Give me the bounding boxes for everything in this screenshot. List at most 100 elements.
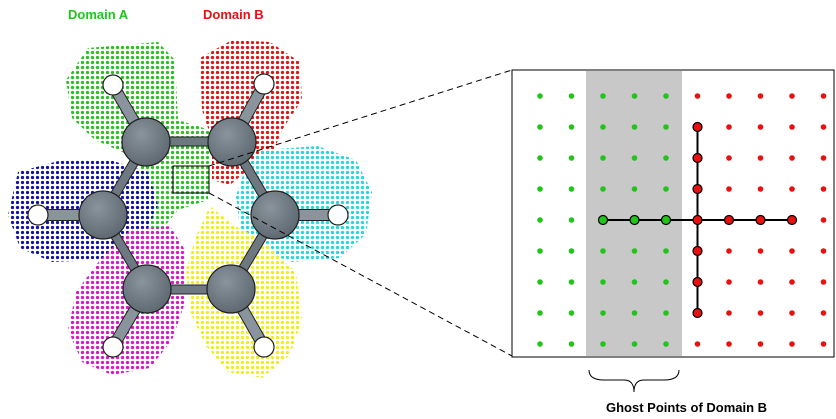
hydrogen-atom xyxy=(27,204,49,226)
grid-point-domain-a xyxy=(568,341,575,347)
domain-a-label: Domain A xyxy=(68,7,129,22)
grid-point-domain-b xyxy=(726,279,732,285)
grid-point-domain-b xyxy=(789,248,795,254)
grid-point-domain-a xyxy=(537,310,543,316)
grid-point-domain-a xyxy=(663,186,669,192)
grid-point-domain-b xyxy=(789,310,795,316)
grid-point-domain-a xyxy=(631,310,638,316)
stencil-node xyxy=(692,152,703,164)
grid-point-domain-a xyxy=(537,341,543,347)
grid-point-domain-a xyxy=(600,124,606,130)
grid-point-domain-b xyxy=(757,279,764,285)
grid-point-domain-a xyxy=(537,279,543,285)
stencil-node xyxy=(692,276,703,288)
grid-point-domain-a xyxy=(600,279,606,285)
grid-point-domain-b xyxy=(820,341,827,347)
stencil-node xyxy=(755,214,766,226)
grid-point-domain-a xyxy=(568,93,575,99)
grid-point-domain-a xyxy=(568,310,575,316)
grid-point-domain-a xyxy=(631,186,638,192)
domain-b-label: Domain B xyxy=(203,7,264,22)
grid-point-domain-a xyxy=(568,248,575,254)
ghost-points-brace xyxy=(588,369,680,393)
grid-point-domain-a xyxy=(537,155,543,161)
stencil-node xyxy=(692,245,703,257)
ghost-points-region xyxy=(586,71,682,356)
stencil-node xyxy=(692,307,703,319)
grid-point-domain-a xyxy=(631,93,638,99)
zoom-source-box xyxy=(172,165,210,194)
zoom-line-top xyxy=(208,69,513,167)
grid-point-domain-a xyxy=(600,341,606,347)
carbon-atom xyxy=(207,117,257,167)
grid-point-domain-b xyxy=(726,186,732,192)
grid-point-domain-a xyxy=(568,186,575,192)
grid-point-domain-a xyxy=(663,124,669,130)
grid-point-domain-a xyxy=(600,186,606,192)
grid-point-domain-b xyxy=(820,186,827,192)
grid-point-domain-a xyxy=(600,310,606,316)
grid-point-domain-b xyxy=(726,310,732,316)
grid-point-domain-a xyxy=(537,186,543,192)
carbon-atom xyxy=(78,190,128,240)
finite-difference-stencil xyxy=(597,121,798,319)
grid-point-domain-a xyxy=(663,248,669,254)
carbon-atom xyxy=(206,264,256,314)
stencil-node xyxy=(629,214,640,226)
zoom-panel xyxy=(511,69,835,358)
grid-point-domain-b xyxy=(789,155,795,161)
hydrogen-atoms xyxy=(27,73,349,358)
stencil-node xyxy=(660,214,672,226)
grid-point-domain-a xyxy=(600,93,606,99)
grid-point-domain-b xyxy=(820,124,827,130)
grid-point-domain-a xyxy=(631,124,638,130)
grid-point-domain-b xyxy=(757,310,764,316)
grid-point-domain-a xyxy=(663,310,669,316)
grid-point-domain-b xyxy=(820,155,827,161)
stencil-node xyxy=(597,214,609,226)
stencil-node xyxy=(692,183,703,195)
grid-point-domain-b xyxy=(757,155,764,161)
grid-point-domain-a xyxy=(568,155,575,161)
carbon-atom xyxy=(250,190,300,240)
grid-point-domain-a xyxy=(663,341,669,347)
grid-point-domain-a xyxy=(600,248,606,254)
grid-point-domain-a xyxy=(537,248,543,254)
stencil-node xyxy=(692,214,703,226)
carbon-atom xyxy=(122,264,172,314)
grid-point-domain-b xyxy=(820,93,827,99)
grid-point-domain-b xyxy=(820,248,827,254)
grid-point-domain-b xyxy=(694,93,701,99)
grid-point-domain-b xyxy=(726,93,732,99)
grid-point-domain-a xyxy=(663,93,669,99)
stencil-node xyxy=(723,214,735,226)
grid-point-domain-b xyxy=(757,186,764,192)
grid-point-domain-a xyxy=(568,217,575,223)
grid-point-domain-a xyxy=(631,341,638,347)
hydrogen-atom xyxy=(327,204,349,226)
grid-point-domain-b xyxy=(757,248,764,254)
grid-point-domain-a xyxy=(663,155,669,161)
grid-point-domain-a xyxy=(537,217,543,223)
hydrogen-atom xyxy=(253,336,275,358)
grid-point-domain-a xyxy=(631,155,638,161)
grid-point-domain-b xyxy=(726,124,732,130)
grid-point-domain-b xyxy=(726,341,732,347)
grid-point-domain-b xyxy=(789,124,795,130)
grid-point-domain-b xyxy=(820,310,827,316)
grid-point-domain-b xyxy=(726,248,732,254)
grid-point-domain-b xyxy=(820,217,827,223)
ghost-points-caption: Ghost Points of Domain B xyxy=(606,400,767,415)
grid-point-domain-b xyxy=(789,186,795,192)
grid-point-domain-a xyxy=(631,248,638,254)
stencil-node xyxy=(786,214,798,226)
grid-point-domain-b xyxy=(820,279,827,285)
grid-point-domain-a xyxy=(663,279,669,285)
grid-point-domain-b xyxy=(789,93,795,99)
grid-point-domain-b xyxy=(789,341,795,347)
grid-point-domain-b xyxy=(757,93,764,99)
grid-point-domain-b xyxy=(694,341,701,347)
grid-point-domain-b xyxy=(757,124,764,130)
stencil-node xyxy=(692,121,703,133)
